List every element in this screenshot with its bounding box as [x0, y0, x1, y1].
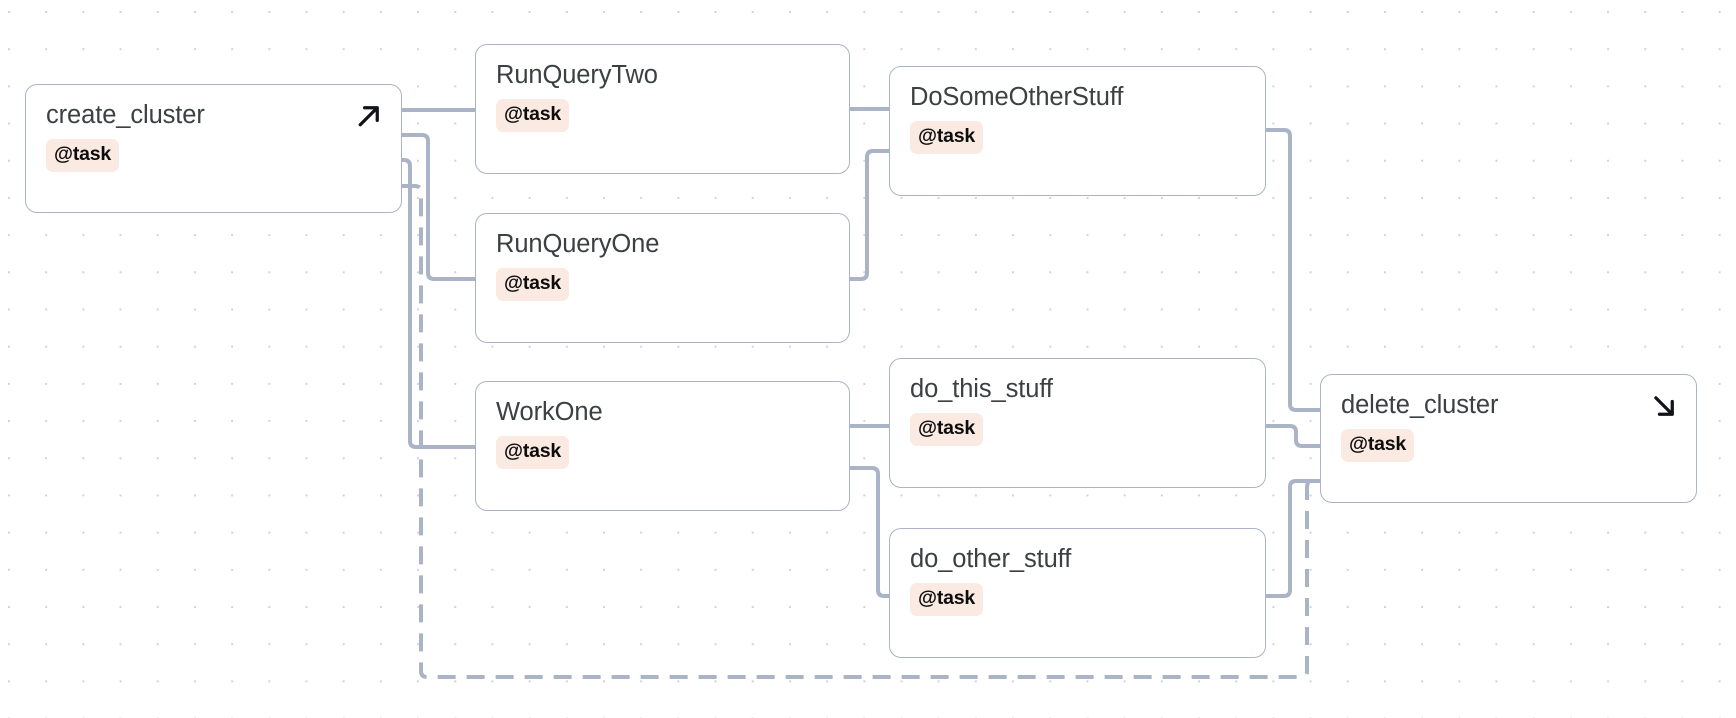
- dag-edge[interactable]: [1266, 479, 1320, 598]
- dag-node-delete_cluster[interactable]: delete_cluster @task: [1320, 374, 1697, 503]
- node-type-badge-RunQueryTwo: @task: [496, 99, 570, 132]
- dag-node-RunQueryOne[interactable]: RunQueryOne @task: [475, 213, 850, 343]
- node-type-badge-create_cluster: @task: [46, 139, 120, 172]
- node-title-DoSomeOtherStuff: DoSomeOtherStuff: [910, 83, 1124, 111]
- node-badge-row: @task: [910, 121, 1245, 154]
- arrow-down-right-icon: [1649, 391, 1679, 421]
- dag-edge[interactable]: [850, 149, 889, 281]
- dag-edge[interactable]: [850, 466, 889, 598]
- node-type-badge-RunQueryOne: @task: [496, 268, 570, 301]
- node-badge-row: @task: [910, 413, 1245, 446]
- node-title-delete_cluster: delete_cluster: [1341, 391, 1499, 419]
- dag-edge[interactable]: [1266, 128, 1320, 412]
- dag-node-do_other_stuff[interactable]: do_other_stuff @task: [889, 528, 1266, 658]
- dag-node-DoSomeOtherStuff[interactable]: DoSomeOtherStuff @task: [889, 66, 1266, 196]
- dag-edge[interactable]: [402, 158, 475, 449]
- node-title-WorkOne: WorkOne: [496, 398, 603, 426]
- node-title-RunQueryOne: RunQueryOne: [496, 230, 660, 258]
- dag-node-RunQueryTwo[interactable]: RunQueryTwo @task: [475, 44, 850, 174]
- node-badge-row: @task: [1341, 429, 1676, 462]
- node-badge-row: @task: [496, 436, 829, 469]
- node-type-badge-do_other_stuff: @task: [910, 583, 984, 616]
- node-title-create_cluster: create_cluster: [46, 101, 205, 129]
- node-type-badge-delete_cluster: @task: [1341, 429, 1415, 462]
- node-badge-row: @task: [496, 99, 829, 132]
- dag-edge[interactable]: [1266, 424, 1320, 448]
- arrow-up-right-icon: [354, 101, 384, 131]
- node-type-badge-WorkOne: @task: [496, 436, 570, 469]
- node-type-badge-DoSomeOtherStuff: @task: [910, 121, 984, 154]
- node-type-badge-do_this_stuff: @task: [910, 413, 984, 446]
- dag-node-create_cluster[interactable]: create_cluster @task: [25, 84, 402, 213]
- dag-edge[interactable]: [402, 133, 475, 281]
- node-badge-row: @task: [910, 583, 1245, 616]
- dag-node-WorkOne[interactable]: WorkOne @task: [475, 381, 850, 511]
- node-title-do_this_stuff: do_this_stuff: [910, 375, 1053, 403]
- dag-node-do_this_stuff[interactable]: do_this_stuff @task: [889, 358, 1266, 488]
- node-badge-row: @task: [46, 139, 381, 172]
- node-badge-row: @task: [496, 268, 829, 301]
- node-title-do_other_stuff: do_other_stuff: [910, 545, 1072, 573]
- node-title-RunQueryTwo: RunQueryTwo: [496, 61, 658, 89]
